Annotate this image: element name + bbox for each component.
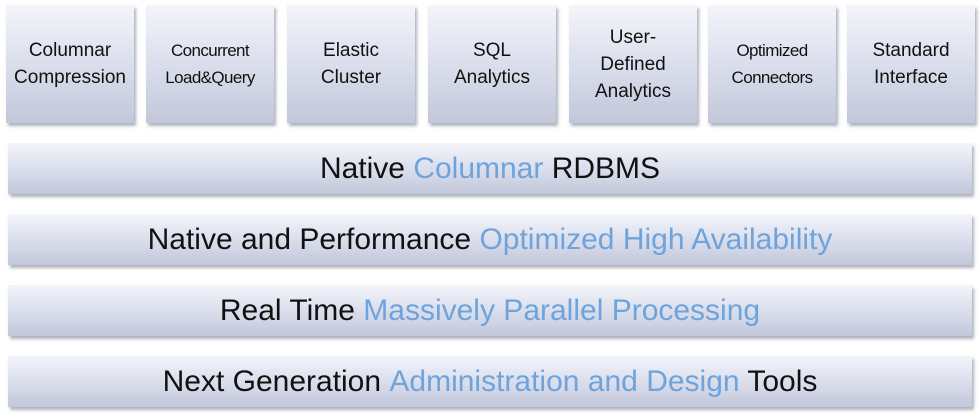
feature-label: Elastic Cluster (320, 40, 382, 88)
layer-text-dark: Real Time (219, 293, 364, 327)
layer-text-accent: Optimized High Availability (479, 222, 833, 256)
feature-label: Optimized Connectors (731, 41, 814, 87)
layer-text-dark: Next Generation (162, 364, 390, 398)
feature-label: SQL Analytics (453, 40, 531, 88)
feature-elastic-cluster: Elastic Cluster (287, 5, 415, 123)
layer-text-dark: Native (319, 151, 414, 185)
layer-text-accent: Massively Parallel Processing (363, 293, 761, 327)
feature-label: Concurrent Load&Query (165, 41, 255, 87)
layer-massively-parallel-processing: Real Time Massively Parallel Processing (8, 285, 972, 336)
feature-optimized-connectors: Optimized Connectors (708, 5, 836, 123)
layer-native-columnar-rdbms: Native Columnar RDBMS (8, 143, 972, 194)
feature-user-defined-analytics: User- Defined Analytics (569, 5, 697, 123)
layer-high-availability: Native and Performance Optimized High Av… (8, 214, 972, 265)
feature-concurrent-load-query: Concurrent Load&Query (146, 5, 274, 123)
feature-columnar-compression: Columnar Compression (6, 5, 134, 123)
layer-text-accent: Columnar (413, 151, 544, 185)
layer-text-accent: Administration and Design (389, 364, 740, 398)
feature-label: Columnar Compression (14, 40, 126, 88)
layer-text-dark: Tools (739, 364, 818, 398)
layer-administration-design-tools: Next Generation Administration and Desig… (8, 356, 972, 407)
feature-label: Standard Interface (872, 40, 950, 88)
layer-text-dark: Native and Performance (147, 222, 480, 256)
feature-label: User- Defined Analytics (594, 26, 672, 102)
feature-sql-analytics: SQL Analytics (428, 5, 556, 123)
feature-standard-interface: Standard Interface (847, 5, 975, 123)
layer-text-dark: RDBMS (543, 151, 661, 185)
